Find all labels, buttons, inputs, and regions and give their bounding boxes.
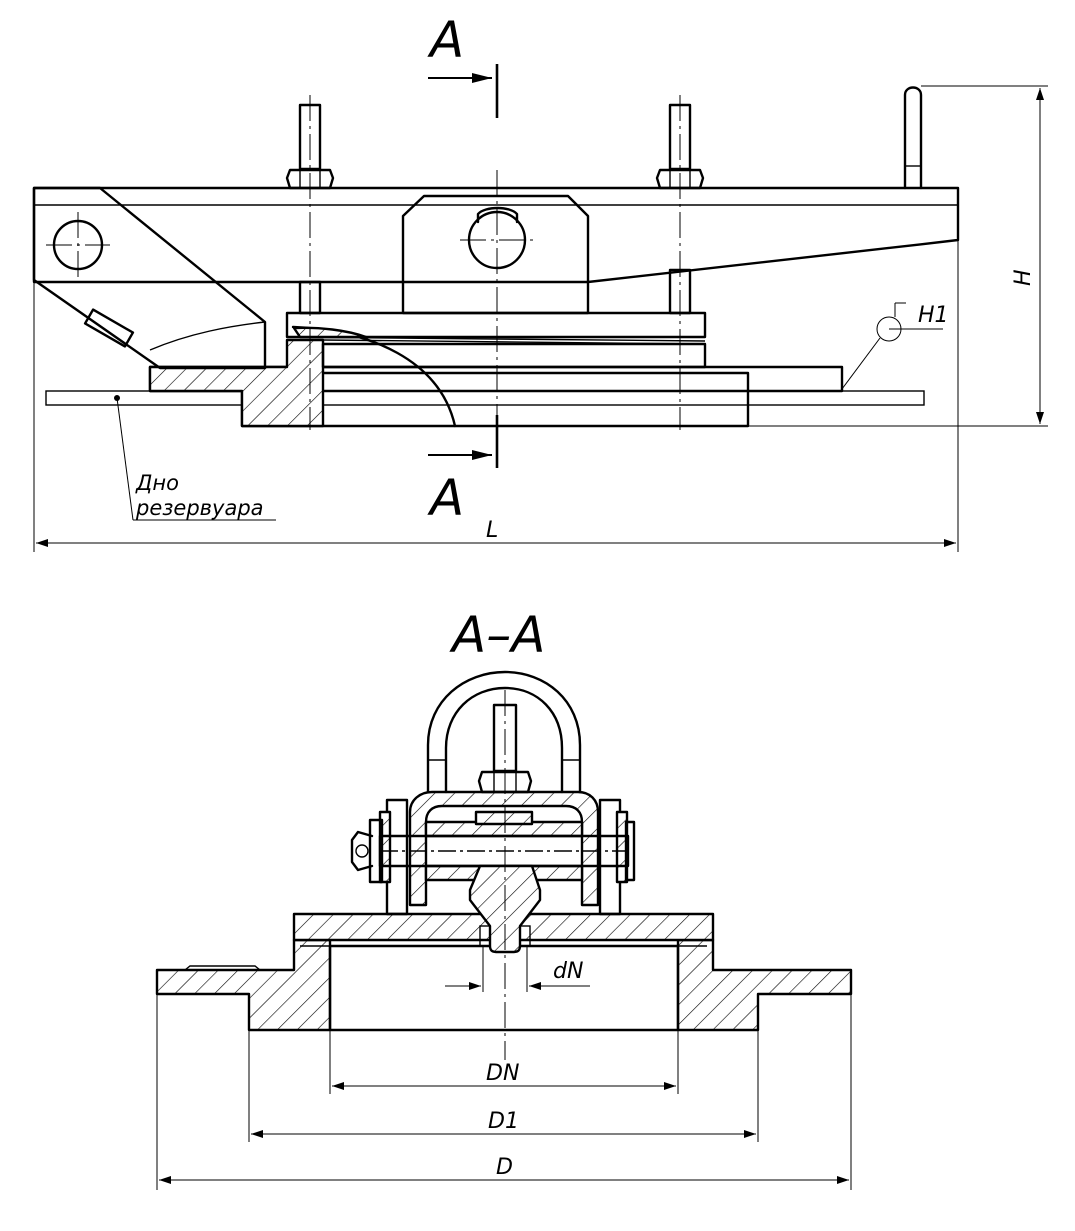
lower-disc: [321, 342, 707, 369]
lever-beam: [32, 186, 960, 284]
section-mark-top: A: [427, 11, 464, 69]
side-view: A A L H H1 Дно резервуара: [32, 11, 1048, 552]
tank-bottom-note: Дно резервуара: [114, 395, 276, 521]
hatched-wall: [148, 338, 325, 428]
hinge-bracket: [32, 186, 267, 370]
dn-small-label: dN: [553, 959, 583, 984]
latch-block: [83, 308, 135, 348]
h1-label: H1: [918, 303, 949, 328]
flange-left: [155, 938, 332, 1032]
height-label: H: [1011, 269, 1036, 286]
d-label: D: [496, 1155, 513, 1180]
d1-label: D1: [488, 1109, 519, 1134]
tank-bottom-plate: [45, 390, 925, 406]
h1-leader: H1: [841, 302, 949, 390]
tank-bottom-label-1: Дно: [135, 471, 179, 495]
section-mark-bottom: A: [427, 469, 464, 527]
section-title: A–A: [449, 606, 545, 664]
pipe-bore: [328, 944, 680, 1032]
stirrup-frame: [408, 790, 600, 907]
section-view: A–A: [155, 606, 853, 1190]
tank-bottom-label-2: резервуара: [135, 496, 264, 520]
dn-label: DN: [486, 1061, 519, 1086]
handle-loop: [426, 670, 582, 794]
flange-right: [676, 938, 853, 1032]
length-label: L: [486, 518, 498, 543]
center-yoke: [401, 194, 590, 315]
handle-lug: [903, 86, 923, 190]
